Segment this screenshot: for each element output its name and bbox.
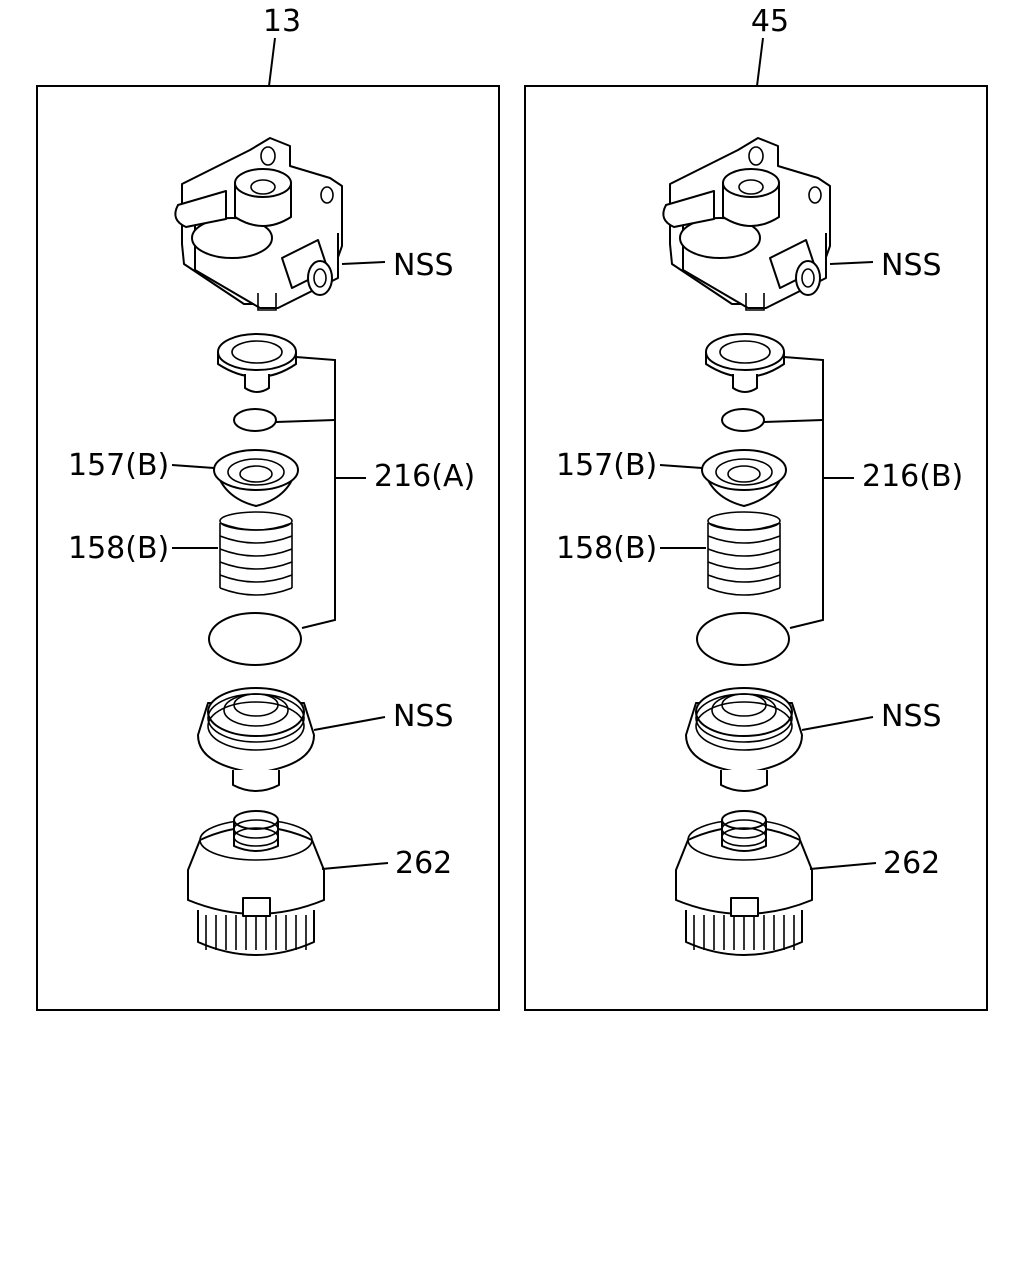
filter-cap: [187, 810, 325, 956]
panel-number: 13: [263, 4, 301, 39]
valve-housing: [662, 137, 831, 311]
small-o-ring-leader: [763, 419, 824, 423]
adapter-leader: [801, 716, 874, 731]
valve-poppet: [217, 333, 297, 393]
kit-label: 216(A): [374, 459, 475, 494]
large-o-ring: [208, 612, 302, 666]
kit-bracket: [295, 356, 336, 629]
cap-leader: [321, 862, 389, 870]
small-o-ring: [721, 408, 765, 432]
spring-label: 158(B): [556, 531, 657, 566]
housing-label: NSS: [393, 248, 454, 283]
adapter-label: NSS: [393, 699, 454, 734]
panel-number-leader: [756, 37, 764, 87]
seat-label: 157(B): [556, 448, 657, 483]
adapter: [197, 687, 315, 792]
small-o-ring-leader: [275, 419, 336, 423]
adapter: [685, 687, 803, 792]
panel-frame: [36, 85, 500, 1011]
filter-cap: [675, 810, 813, 956]
panel-number-leader: [268, 37, 276, 87]
cap-label: 262: [883, 846, 940, 881]
valve-poppet: [705, 333, 785, 393]
large-o-ring: [696, 612, 790, 666]
seat-leader: [171, 464, 215, 469]
cap-leader: [809, 862, 877, 870]
valve-housing: [174, 137, 343, 311]
panel-frame: [524, 85, 988, 1011]
spring-label: 158(B): [68, 531, 169, 566]
seat-label: 157(B): [68, 448, 169, 483]
housing-leader: [341, 261, 386, 265]
housing-label: NSS: [881, 248, 942, 283]
adapter-label: NSS: [881, 699, 942, 734]
spring: [707, 511, 781, 596]
valve-seat: [701, 449, 787, 507]
small-o-ring: [233, 408, 277, 432]
kit-bracket: [783, 356, 824, 629]
cap-label: 262: [395, 846, 452, 881]
spring: [219, 511, 293, 596]
adapter-leader: [313, 716, 386, 731]
panel-number: 45: [751, 4, 789, 39]
kit-label: 216(B): [862, 459, 963, 494]
housing-leader: [829, 261, 874, 265]
valve-seat: [213, 449, 299, 507]
seat-leader: [659, 464, 703, 469]
